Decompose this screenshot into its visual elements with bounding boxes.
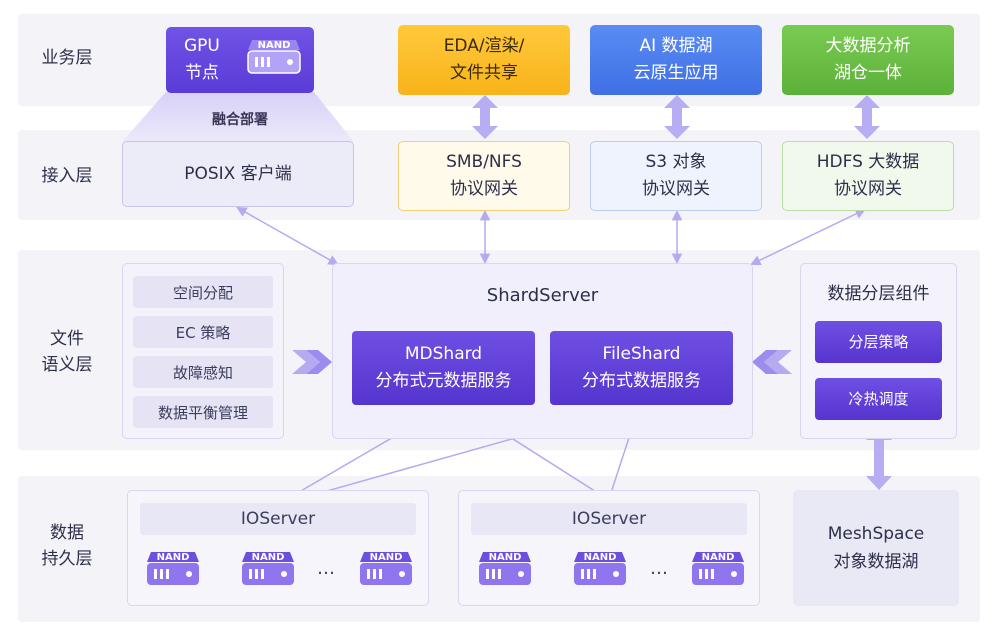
eda-render-share-box: EDA/渲染/ 文件共享 — [398, 25, 570, 95]
mdshard-box: MDShard 分布式元数据服务 — [352, 331, 535, 405]
s3-gateway-box: S3 对象 协议网关 — [590, 141, 762, 211]
hot-cold-schedule-box: 冷热调度 — [815, 378, 942, 420]
meshspace-box: MeshSpace 对象数据湖 — [793, 490, 959, 606]
fusion-deploy-label: 融合部署 — [212, 112, 268, 128]
thick-arrow-eda-smb — [472, 95, 498, 139]
feature-data-balance: 数据平衡管理 — [133, 396, 273, 428]
feature-ec-policy: EC 策略 — [133, 316, 273, 348]
arrow-posix-shard — [236, 206, 339, 266]
layer-label-semantic: 文件 语义层 — [41, 329, 93, 375]
gpu-node-label: GPU 节点 — [184, 36, 220, 83]
nand-icon: NAND — [247, 40, 301, 74]
tiering-policy-box: 分层策略 — [815, 321, 942, 363]
nand-label: NAND — [489, 552, 522, 563]
ellipsis: … — [650, 557, 668, 579]
nand-icon: NAND — [479, 552, 531, 585]
nand-label: NAND — [258, 40, 291, 51]
thick-arrow-ai-s3 — [664, 95, 690, 139]
ellipsis: … — [317, 557, 335, 579]
nand-label: NAND — [702, 552, 735, 563]
bigdata-analytics-box: 大数据分析 湖仓一体 — [782, 25, 954, 95]
ioserver-2-label: IOServer — [471, 503, 747, 535]
layer-label-business: 业务层 — [41, 48, 93, 68]
chevron-left-panel — [292, 350, 332, 374]
thick-arrow-bigdata-hdfs — [854, 95, 880, 139]
feature-fault-awareness: 故障感知 — [133, 356, 273, 388]
nand-label: NAND — [370, 552, 403, 563]
feature-space-allocation: 空间分配 — [133, 276, 273, 308]
fusion-deploy-shape — [122, 92, 354, 142]
nand-icon: NAND — [360, 552, 412, 585]
ioserver-1-label: IOServer — [140, 503, 416, 535]
shardserver-title: ShardServer — [486, 285, 599, 306]
smb-nfs-gateway-box: SMB/NFS 协议网关 — [398, 141, 570, 211]
nand-icon: NAND — [242, 552, 294, 585]
layer-label-access: 接入层 — [41, 166, 93, 186]
tiering-title: 数据分层组件 — [827, 284, 930, 304]
nand-icon: NAND — [692, 552, 744, 585]
nand-icon: NAND — [574, 552, 626, 585]
nand-label: NAND — [252, 552, 285, 563]
ai-datalake-box: AI 数据湖 云原生应用 — [590, 25, 762, 95]
layer-label-persistence: 数据 持久层 — [41, 523, 93, 569]
hdfs-gateway-box: HDFS 大数据 协议网关 — [782, 141, 954, 211]
nand-icon: NAND — [147, 552, 199, 585]
nand-label: NAND — [157, 552, 190, 563]
posix-client-box: POSIX 客户端 — [122, 141, 354, 207]
fileshard-box: FileShard 分布式数据服务 — [550, 331, 733, 405]
gpu-node-box: GPU 节点 — [166, 27, 314, 93]
nand-label: NAND — [584, 552, 617, 563]
arrow-hdfs-shard — [750, 208, 866, 266]
chevron-right-panel — [752, 350, 792, 374]
